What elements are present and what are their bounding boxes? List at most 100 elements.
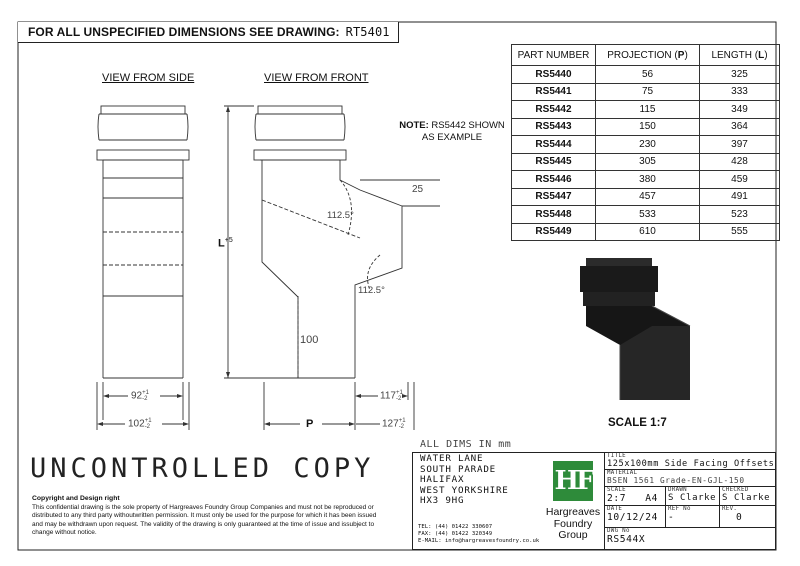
block-divider [604,469,775,470]
render-scale-label: SCALE 1:7 [608,417,667,429]
company-address: WATER LANE SOUTH PARADE HALIFAX WEST YOR… [420,453,509,507]
side-width-tol-bottom: -2 [142,396,148,402]
scale-ratio: 2:7 [607,493,627,504]
address-line: HALIFAX [420,474,465,485]
part-number: RS5448 [511,205,596,224]
note-line-2: AS EXAMPLE [421,132,483,143]
material-value: BSEN 1561 Grade-EN-GJL-150 [607,476,745,485]
copyright-line-3: and may be withdrawn upon request. The v… [32,520,375,528]
length-value: 491 [699,187,780,206]
rev-cell: REV. 0 [722,506,742,523]
part-number: RS5447 [511,187,596,206]
block-divider [604,527,775,528]
address-line: HX3 9HG [420,495,465,506]
note-block: NOTE: RS5442 SHOWN AS EXAMPLE [394,120,510,144]
all-dims-note: ALL DIMS IN mm [420,439,512,450]
length-tolerance: +5 [224,237,233,244]
fax: FAX: (44) 01422 320349 [418,531,493,537]
title-value: 125x100mm Side Facing Offsets [607,459,775,469]
title-cell: TITLE 125x100mm Side Facing Offsets [607,453,774,469]
drawn-value: S Clarke [668,493,717,503]
header-part-number: PART NUMBER [511,44,596,66]
date-value: 10/12/24 [607,512,659,523]
block-divider [604,486,775,487]
tel: TEL: (44) 01422 330607 [418,524,493,530]
address-line: SOUTH PARADE [420,463,496,475]
ref-cell: REF No - [668,506,691,523]
front-width-value: 117 [380,390,396,402]
company-name-line: Group [558,529,588,542]
header-length-label: LENGTH ( [711,49,759,61]
projection-value: 150 [595,117,700,136]
company-name-line: Foundry [553,517,593,530]
side-socket-value: 102 [128,418,145,430]
ref-value: - [668,512,675,523]
front-width-tol-top: +1 [395,390,403,396]
projection-value: 457 [595,187,700,206]
date-cell: DATE 10/12/24 [607,506,658,523]
length-value: 459 [699,170,780,189]
copyright-line-1: This confidential drawing is the sole pr… [32,503,374,511]
length-value: 364 [699,117,780,136]
front-view-label: VIEW FROM FRONT [264,72,369,84]
unspecified-dims-banner: FOR ALL UNSPECIFIED DIMENSIONS SEE DRAWI… [18,22,399,43]
drawn-cell: DRAWN S Clarke [668,487,716,503]
front-socket-dimension: 127+1-2 [382,418,406,430]
dwg-label: DWG No [607,528,630,534]
part-number: RS5442 [511,100,596,119]
header-projection-close: ) [684,49,688,61]
parts-table: PART NUMBER PROJECTION (P) LENGTH (L) RS… [511,44,780,241]
parts-table-header: PART NUMBER PROJECTION (P) LENGTH (L) [511,44,780,66]
uncontrolled-copy-stamp: UNCONTROLLED COPY [30,453,375,484]
address-line: WATER LANE [420,453,484,464]
block-divider [665,486,666,527]
ref-label: REF No [668,506,691,512]
front-socket-tol-top: +1 [398,418,406,424]
block-divider [604,453,605,549]
offset-dimension: 25 [412,184,424,195]
length-dimension: L+5 [218,237,233,250]
copyright-title: Copyright and Design right [32,495,120,502]
hf-logo: HF [553,461,595,501]
copyright-line-2: distributed to any third party withoutwr… [32,512,377,520]
block-divider [719,486,720,527]
angle-lower: 112.5° [358,285,385,296]
part-number: RS5446 [511,170,596,189]
side-width-dimension: 92+1-2 [131,390,149,402]
length-value: 333 [699,82,780,101]
projection-value: 533 [595,205,700,224]
drawing-ref: RT5401 [345,25,390,39]
projection-value: 75 [595,82,700,101]
part-number: RS5445 [511,152,596,171]
front-socket-value: 127 [382,418,399,430]
company-contact: TEL: (44) 01422 330607 FAX: (44) 01422 3… [418,524,539,545]
side-view [96,105,190,430]
angle-upper: 112.5° [327,210,354,221]
projection-value: 56 [595,65,700,84]
scale-value: 2:7 A4 [607,493,658,504]
copyright-notice: Copyright and Design right This confiden… [32,495,410,538]
checked-cell: CHECKED S Clarke [722,487,770,503]
header-projection-label: PROJECTION ( [607,49,678,61]
front-width-dimension: 117+1-2 [380,390,403,402]
length-value: 428 [699,152,780,171]
front-socket-tol-bottom: -2 [398,424,405,430]
checked-label: CHECKED [722,487,749,493]
header-length: LENGTH (L) [699,44,780,66]
length-value: 349 [699,100,780,119]
length-value: 555 [699,222,780,241]
projection-value: 230 [595,135,700,154]
length-value: 325 [699,65,780,84]
projection-value: 115 [595,100,700,119]
projection-value: 380 [595,170,700,189]
company-name: Hargreaves Foundry Group [535,506,611,542]
side-socket-dimension: 102+1-2 [128,418,152,430]
length-value: 397 [699,135,780,154]
